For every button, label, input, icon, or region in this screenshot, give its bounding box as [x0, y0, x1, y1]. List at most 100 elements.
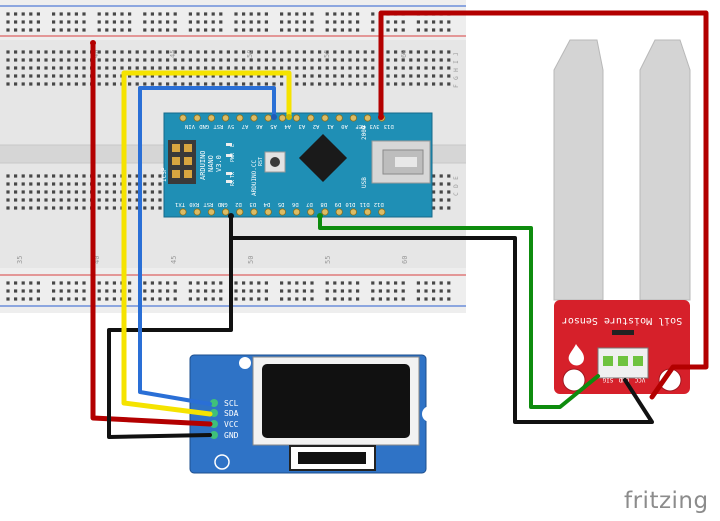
arduino-pin-hole [363, 114, 372, 122]
oled-pin-vcc: VCC [224, 420, 239, 429]
breadboard-row-letter: E [453, 176, 460, 180]
arduino-title-line3: V3.0 [215, 155, 223, 172]
arduino-pin-hole [207, 114, 215, 122]
arduino-pin-hole [222, 208, 230, 216]
breadboard-column-number-bottom: 55 [324, 256, 332, 264]
arduino-pin-label: D9 [335, 201, 342, 207]
arduino-pin-hole [264, 114, 272, 122]
arduino-bottom-pin-holes [179, 208, 386, 216]
arduino-pin-hole [321, 208, 329, 216]
breadboard-column-number-top: 55 [323, 50, 331, 58]
fritzing-logo: fritzing [624, 488, 709, 514]
breadboard-column-number-bottom: 40 [93, 256, 101, 264]
tx-label: TX [230, 172, 236, 178]
arduino-pin-hole [321, 114, 329, 122]
arduino-year: 2009 [361, 125, 368, 140]
arduino-pin-hole [179, 208, 187, 216]
wire-black-gnd-to-oled-gnd [107, 214, 233, 439]
arduino-pin-label: 5V [227, 123, 234, 129]
arduino-pin-label: A4 [284, 123, 291, 129]
icsp-label: ICSP [161, 167, 168, 182]
arduino-pin-hole [222, 114, 230, 122]
breadboard-column-number-top: 40 [92, 50, 100, 58]
breadboard-row-letter: D [453, 184, 460, 188]
arduino-pin-hole [335, 208, 343, 216]
arduino-pin-hole [278, 208, 286, 216]
breadboard-column-number-top: 45 [169, 50, 177, 58]
arduino-pin-hole [250, 208, 258, 216]
wire-yellow-a4-to-oled-sda [121, 70, 292, 417]
arduino-title-line2: NANO [207, 155, 215, 172]
wire-endpoints [90, 40, 384, 219]
arduino-pin-hole [250, 114, 258, 122]
arduino-pin-label: GND [218, 201, 228, 207]
oled-pin-gnd: GND [224, 431, 239, 440]
arduino-pin-hole [278, 114, 286, 122]
soil-moisture-sensor: Soil Moisture Sensor VCC GND SIG [553, 39, 691, 394]
sensor-board [554, 300, 690, 394]
oled-pin-scl: SCL [224, 399, 239, 408]
wires [90, 10, 709, 439]
arduino-pin-label: A2 [313, 123, 320, 129]
arduino-pin-hole [207, 208, 215, 216]
arduino-pin-hole [349, 114, 357, 122]
oled-display-module: SCL SDA VCC GND [189, 354, 438, 474]
breadboard-row-letter: G [453, 76, 460, 80]
arduino-pin-label: D5 [278, 201, 285, 207]
sensor-pin-vcc: VCC [634, 376, 645, 383]
sensor-probe-right [639, 39, 691, 301]
wire-green-d7-to-sensor-sig [318, 214, 600, 409]
arduino-pin-hole [264, 208, 272, 216]
breadboard-column-number-top: 50 [246, 50, 254, 58]
arduino-pin-label: D13 [384, 123, 394, 129]
breadboard-column-number-bottom: 45 [170, 256, 178, 264]
wire-black-sensor-gnd [229, 236, 654, 424]
arduino-pin-hole [307, 114, 315, 122]
arduino-pin-label: D10 [345, 201, 355, 207]
arduino-pin-label: RST [203, 201, 214, 207]
arduino-pin-label: D12 [374, 201, 384, 207]
sensor-probe-left [553, 39, 604, 301]
arduino-pin-hole [193, 114, 201, 122]
arduino-pin-label: A7 [242, 123, 249, 129]
arduino-pin-hole [292, 208, 301, 216]
oled-pin-sda: SDA [224, 409, 239, 418]
arduino-pin-label: A6 [256, 123, 263, 129]
arduino-top-pin-holes [179, 114, 386, 122]
drop-icon [568, 344, 584, 366]
arduino-pin-hole [236, 208, 244, 216]
arduino-pin-label: REF [355, 123, 365, 129]
sensor-title: Soil Moisture Sensor [562, 315, 682, 326]
arduino-pin-hole [236, 114, 244, 122]
arduino-pin-label: 3V3 [370, 123, 380, 129]
microcontroller-chip [298, 133, 348, 183]
breadboard-column-number-top: 60 [400, 50, 408, 58]
arduino-pin-label: VIN [185, 123, 195, 129]
rst-label: RST [258, 157, 264, 166]
arduino-pin-label: A0 [341, 123, 348, 129]
breadboard-column-number-bottom: 50 [247, 256, 255, 264]
breadboard-row-letter: I [453, 60, 460, 64]
arduino-pin-label: D11 [360, 201, 370, 207]
arduino-pin-hole [349, 208, 357, 216]
l-label: L [230, 144, 236, 147]
arduino-title-line1: ARDUINO [199, 150, 207, 180]
breadboard-row-letter: C [453, 192, 460, 196]
arduino-pin-label: A1 [327, 123, 334, 129]
arduino-pin-hole [378, 208, 386, 216]
wire-red-rail-to-oled-vcc [90, 40, 213, 427]
arduino-pin-label: D7 [306, 201, 313, 207]
arduino-brand: ARDUINO.CC [251, 159, 258, 196]
arduino-pin-label: D2 [235, 201, 242, 207]
arduino-pin-hole [363, 208, 372, 216]
arduino-pin-label: RST [213, 123, 224, 129]
arduino-pin-label: D3 [249, 201, 256, 207]
arduino-pin-label: A3 [299, 123, 306, 129]
arduino-pin-hole [335, 114, 343, 122]
arduino-pin-label: D4 [263, 201, 270, 207]
